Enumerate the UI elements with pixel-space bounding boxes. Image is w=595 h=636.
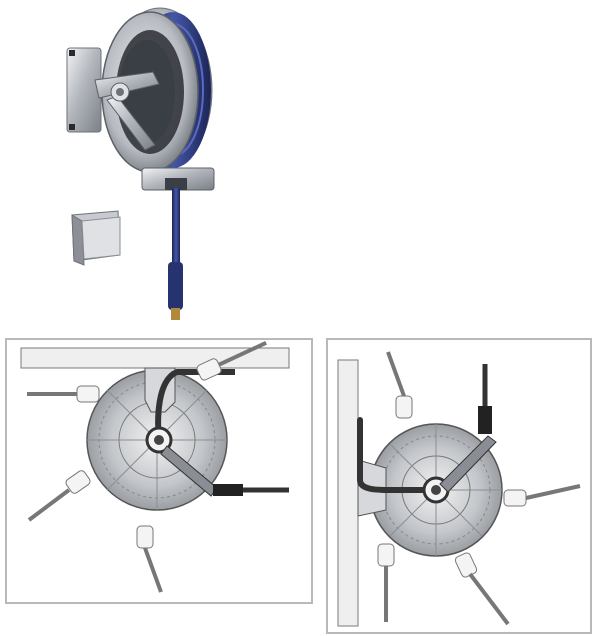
hose-reel-image [66,7,215,320]
hose-position-active [213,484,289,496]
hose-position-active [478,364,492,434]
diagram-ceiling-mount [5,338,313,604]
wall-mount-drawing [337,351,581,627]
mount-plate [66,47,102,133]
bracket-image [71,210,121,266]
hose-position-ghosts [27,340,267,593]
diagram-wall-mount [326,338,592,634]
ceiling-mount-drawing [20,340,290,593]
wall-bracket-photo [66,207,124,267]
product-photo [55,0,225,325]
hose-position-ghosts [377,351,581,626]
